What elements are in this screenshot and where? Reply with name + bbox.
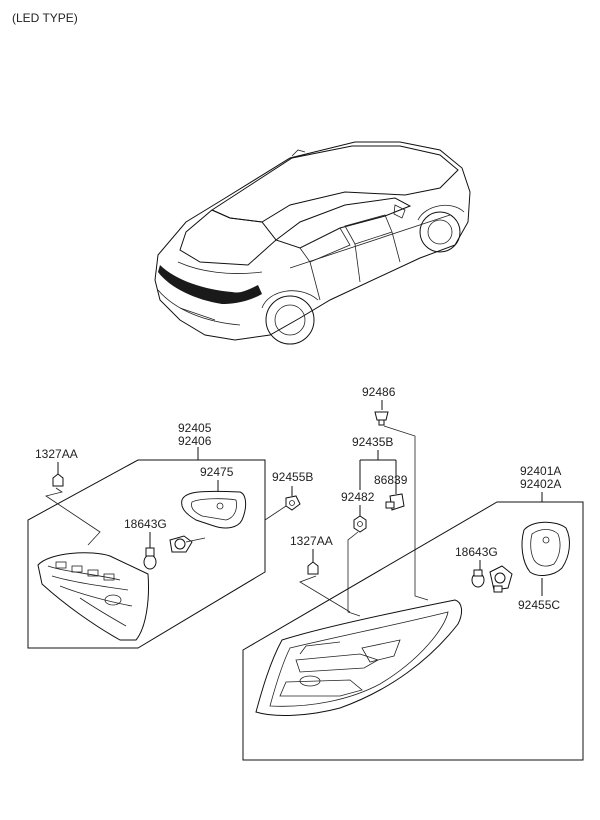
label-92402A: 92402A — [520, 477, 561, 491]
grommet-92455B — [285, 495, 301, 511]
diagram-title: (LED TYPE) — [12, 11, 78, 25]
label-92475: 92475 — [200, 465, 234, 479]
label-92401A: 92401A — [520, 464, 561, 478]
label-92455B: 92455B — [272, 470, 313, 484]
bolt-92486 — [374, 411, 389, 426]
gasket-92475 — [181, 490, 247, 529]
rear-wheel — [265, 295, 315, 345]
front-wheel — [419, 211, 461, 253]
clip-86839 — [385, 493, 405, 511]
outer-lamp-assembly-box — [242, 501, 584, 761]
label-92486: 92486 — [362, 385, 396, 399]
label-92455C: 92455C — [518, 598, 560, 612]
label-18643G-right: 18643G — [455, 545, 498, 559]
label-1327AA-right: 1327AA — [290, 534, 333, 548]
label-92405: 92405 — [178, 421, 212, 435]
outer-tail-lamp — [255, 599, 463, 716]
label-92435B: 92435B — [352, 435, 393, 449]
label-18643G-left: 18643G — [124, 517, 167, 531]
inner-tail-lamp — [37, 552, 149, 641]
screw-1327AA-right — [307, 561, 319, 575]
taillamp-shape — [158, 265, 262, 304]
label-86839: 86839 — [374, 473, 408, 487]
label-92482: 92482 — [341, 490, 375, 504]
nut-92482 — [353, 515, 367, 533]
car-illustration — [154, 141, 471, 345]
label-1327AA-left: 1327AA — [35, 447, 78, 461]
socket-left — [169, 535, 193, 553]
bulb-18643G-left — [143, 547, 157, 570]
socket-right — [489, 565, 513, 593]
gasket-92455C — [521, 521, 570, 576]
bulb-18643G-right — [471, 569, 485, 588]
inner-lamp-assembly-box — [27, 459, 266, 649]
screw-1327AA-left — [52, 473, 64, 487]
label-92406: 92406 — [178, 434, 212, 448]
